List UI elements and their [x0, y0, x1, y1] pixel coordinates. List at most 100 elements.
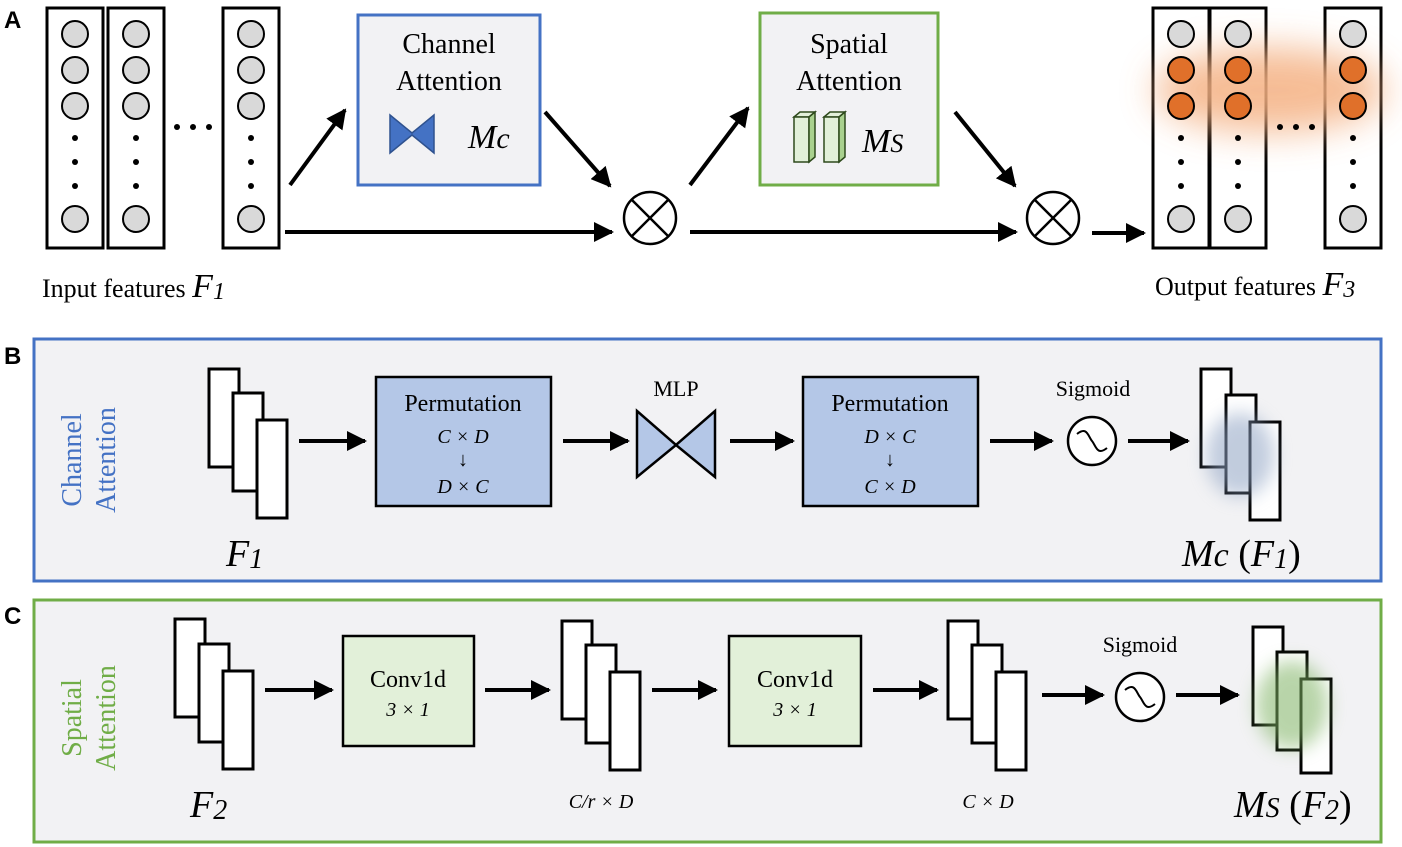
highlighted-node: [1167, 56, 1195, 84]
svg-text:Channel: Channel: [57, 413, 88, 507]
feature-node: [122, 56, 150, 84]
sigmoid-icon: [1066, 415, 1118, 467]
arrow: [288, 108, 347, 187]
attention-glow: [1256, 661, 1328, 749]
vertical-ellipsis: [72, 135, 254, 189]
multiply-icon: [1025, 190, 1081, 246]
arrow: [953, 110, 1017, 188]
feature-node: [1167, 205, 1195, 233]
channel-box-symbol: Mc: [467, 119, 510, 156]
horizontal-ellipsis: [1277, 124, 1315, 130]
permutation-box: Permutation D × C ↓ C × D: [801, 375, 980, 508]
panel-b-input-symbol: F1: [225, 533, 263, 575]
feature-node: [61, 20, 89, 48]
output-feature-columns: [1151, 6, 1385, 250]
highlighted-node: [1224, 92, 1252, 120]
svg-text:D × C: D × C: [436, 476, 489, 498]
panel-c-arrows: [265, 680, 1240, 705]
bottleneck-icon: [389, 113, 435, 155]
spatial-attention-box: Spatial Attention MS: [758, 11, 940, 187]
feature-node: [61, 92, 89, 120]
sigmoid-label: Sigmoid: [1103, 632, 1178, 657]
svg-text:Attention: Attention: [91, 665, 122, 771]
panel-b: B Channel Attention F1 Permutation C × D…: [4, 337, 1383, 583]
output-features-caption: Output features F3: [1155, 266, 1355, 303]
panel-b-side-title: Channel Attention: [57, 407, 122, 513]
mlp-label: MLP: [653, 376, 698, 401]
feature-node: [122, 92, 150, 120]
feature-node: [61, 205, 89, 233]
svg-text:Spatial: Spatial: [57, 679, 88, 757]
feature-node: [1339, 205, 1367, 233]
svg-text:C × D: C × D: [864, 476, 916, 498]
svg-text:Conv1d: Conv1d: [757, 667, 833, 693]
sigmoid-icon: [1114, 671, 1166, 723]
input-feature-columns: [45, 6, 281, 250]
arrow: [543, 110, 612, 188]
permutation-box: Permutation C × D ↓ D × C: [374, 375, 553, 508]
feature-stack: [207, 367, 289, 520]
mlp-bottleneck-icon: [635, 408, 717, 480]
panel-c: C Spatial Attention F2 Conv1d 3 × 1: [4, 598, 1383, 844]
feature-slab-icon: [791, 110, 848, 164]
svg-text:↓: ↓: [885, 449, 895, 471]
panel-c-frame: [32, 598, 1383, 844]
panel-c-input-symbol: F2: [189, 784, 227, 826]
feature-stack: [946, 619, 1028, 772]
attention-map-stack: [1199, 367, 1282, 522]
svg-text:Permutation: Permutation: [404, 391, 521, 417]
horizontal-ellipsis: [174, 124, 212, 130]
feature-node: [237, 205, 265, 233]
svg-text:3 × 1: 3 × 1: [385, 699, 430, 721]
svg-text:3 × 1: 3 × 1: [772, 699, 817, 721]
highlighted-node: [1224, 56, 1252, 84]
panel-a: A: [4, 6, 1385, 305]
vertical-ellipsis: [1178, 135, 1356, 189]
spatial-box-line1: Spatial: [810, 29, 888, 60]
panel-b-label: B: [4, 343, 21, 370]
svg-text:Attention: Attention: [91, 407, 122, 513]
feature-node: [1339, 20, 1367, 48]
feature-node: [122, 20, 150, 48]
attention-map-stack: [1251, 625, 1333, 775]
channel-box-line2: Attention: [396, 66, 502, 97]
feature-node: [237, 56, 265, 84]
panel-a-arrows: [285, 106, 1146, 243]
feature-node: [1224, 20, 1252, 48]
highlighted-node: [1339, 56, 1367, 84]
feature-node: [237, 92, 265, 120]
highlighted-node: [1167, 92, 1195, 120]
arrow: [688, 106, 750, 187]
panel-a-label: A: [4, 7, 21, 34]
svg-text:D × C: D × C: [863, 426, 916, 448]
out-dimension-label: C × D: [962, 791, 1014, 813]
attention-highlight-glow: [1155, 48, 1385, 132]
spatial-box-symbol: MS: [861, 123, 903, 160]
highlighted-node: [1339, 92, 1367, 120]
panel-b-output-label: Mc (F1): [1181, 533, 1301, 575]
feature-node: [237, 20, 265, 48]
multiply-icon: [622, 190, 678, 246]
feature-node: [1167, 20, 1195, 48]
conv1d-box: Conv1d 3 × 1: [727, 634, 863, 748]
input-features-caption: Input features F1: [42, 268, 225, 305]
channel-attention-box: Channel Attention Mc: [356, 13, 542, 187]
sigmoid-label: Sigmoid: [1056, 376, 1131, 401]
feature-node: [122, 205, 150, 233]
panel-c-output-label: MS (F2): [1233, 784, 1352, 826]
svg-text:C × D: C × D: [437, 426, 489, 448]
mid-dimension-label: C/r × D: [569, 791, 634, 813]
svg-text:Conv1d: Conv1d: [370, 667, 446, 693]
panel-c-side-title: Spatial Attention: [57, 665, 122, 771]
conv1d-box: Conv1d 3 × 1: [341, 634, 476, 748]
feature-node: [61, 56, 89, 84]
channel-box-line1: Channel: [402, 29, 496, 60]
attention-glow: [1206, 413, 1274, 497]
feature-stack: [560, 619, 642, 772]
panel-c-label: C: [4, 603, 21, 630]
spatial-box-line2: Attention: [796, 66, 902, 97]
svg-text:↓: ↓: [458, 449, 468, 471]
feature-node: [1224, 205, 1252, 233]
feature-stack: [173, 617, 255, 771]
